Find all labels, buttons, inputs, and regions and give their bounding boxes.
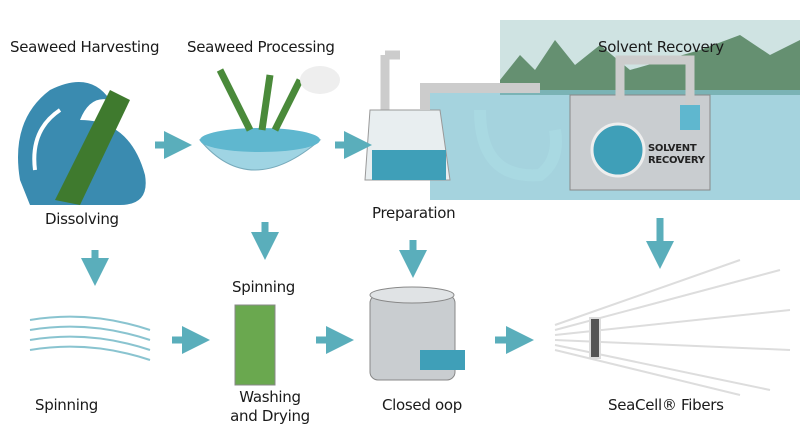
- solvent-recovery-machine-icon: [569, 55, 711, 191]
- wave-seaweed-icon: [18, 82, 146, 205]
- fiber-strands-icon: [29, 315, 151, 361]
- preparation-tank-icon: [364, 50, 540, 181]
- closed-loop-drum-icon: [369, 286, 465, 381]
- seacell-fiber-bundle-icon: [554, 259, 791, 396]
- label-closed-loop: Closed oop: [382, 396, 463, 414]
- machine-label-line2: RECOVERY: [648, 155, 705, 166]
- recycle-curved-arrow: [474, 109, 562, 182]
- flow-arrows: [81, 131, 674, 354]
- label-spinning-middle: Spinning: [232, 278, 296, 296]
- label-preparation: Preparation: [372, 204, 456, 222]
- label-spinning-left: Spinning: [35, 396, 99, 414]
- label-solvent-recovery: Solvent Recovery: [598, 38, 724, 56]
- label-seaweed-harvesting: Seaweed Harvesting: [10, 38, 160, 56]
- bowl-icon: [198, 66, 340, 171]
- label-seaweed-processing: Seaweed Processing: [187, 38, 335, 56]
- label-seacell-fibers: SeaCell® Fibers: [608, 396, 724, 414]
- label-and-drying: and Drying: [230, 407, 310, 425]
- label-washing: Washing: [239, 388, 301, 406]
- machine-label-line1: SOLVENT: [648, 143, 697, 154]
- washing-column-icon: [234, 304, 276, 386]
- label-dissolving: Dissolving: [45, 210, 119, 228]
